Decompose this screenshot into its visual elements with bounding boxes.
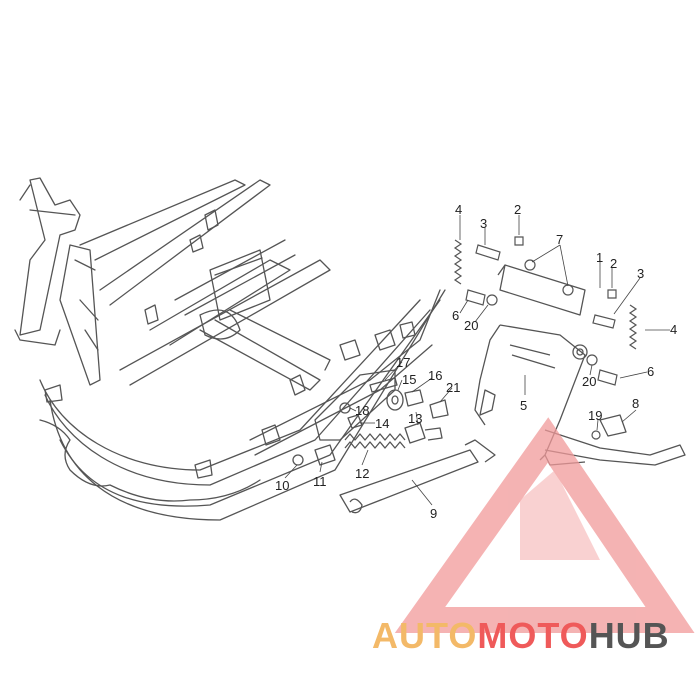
callout-19: 19 [588, 408, 602, 423]
callout-4: 4 [670, 322, 677, 337]
callout-10: 10 [275, 478, 289, 493]
watermark-moto: MOTO [477, 615, 588, 656]
watermark-auto: AUTO [372, 615, 477, 656]
callout-20: 20 [464, 318, 478, 333]
leader-lines [284, 215, 670, 506]
callout-20: 20 [582, 374, 596, 389]
callout-15: 15 [402, 372, 416, 387]
callout-11: 11 [313, 474, 327, 489]
scooter-frame [14, 177, 446, 521]
callout-6: 6 [647, 364, 654, 379]
callout-4: 4 [455, 202, 462, 217]
callout-2: 2 [610, 256, 617, 271]
callout-16: 16 [428, 368, 442, 383]
callout-2: 2 [514, 202, 521, 217]
automotohub-logo-icon [394, 417, 695, 633]
callout-3: 3 [480, 216, 487, 231]
callout-6: 6 [452, 308, 459, 323]
callout-7: 7 [556, 232, 563, 247]
callout-9: 9 [430, 506, 437, 521]
callout-12: 12 [355, 466, 369, 481]
callout-3: 3 [637, 266, 644, 281]
watermark-text: AUTOMOTOHUB [372, 615, 670, 656]
callout-13: 13 [408, 411, 422, 426]
callout-17: 17 [396, 355, 410, 370]
watermark-hub: HUB [589, 615, 670, 656]
svg-text:AUTOMOTOHUB: AUTOMOTOHUB [372, 615, 670, 656]
callout-5: 5 [520, 398, 527, 413]
callout-8: 8 [632, 396, 639, 411]
callout-21: 21 [446, 380, 460, 395]
callout-14: 14 [375, 416, 389, 431]
side-stand-assembly [292, 369, 496, 514]
callout-18: 18 [355, 403, 369, 418]
callout-1: 1 [596, 250, 603, 265]
callout-labels: 4 3 2 7 1 2 3 4 6 20 5 20 6 8 19 9 10 11… [275, 202, 677, 521]
stand-hardware [453, 236, 638, 440]
